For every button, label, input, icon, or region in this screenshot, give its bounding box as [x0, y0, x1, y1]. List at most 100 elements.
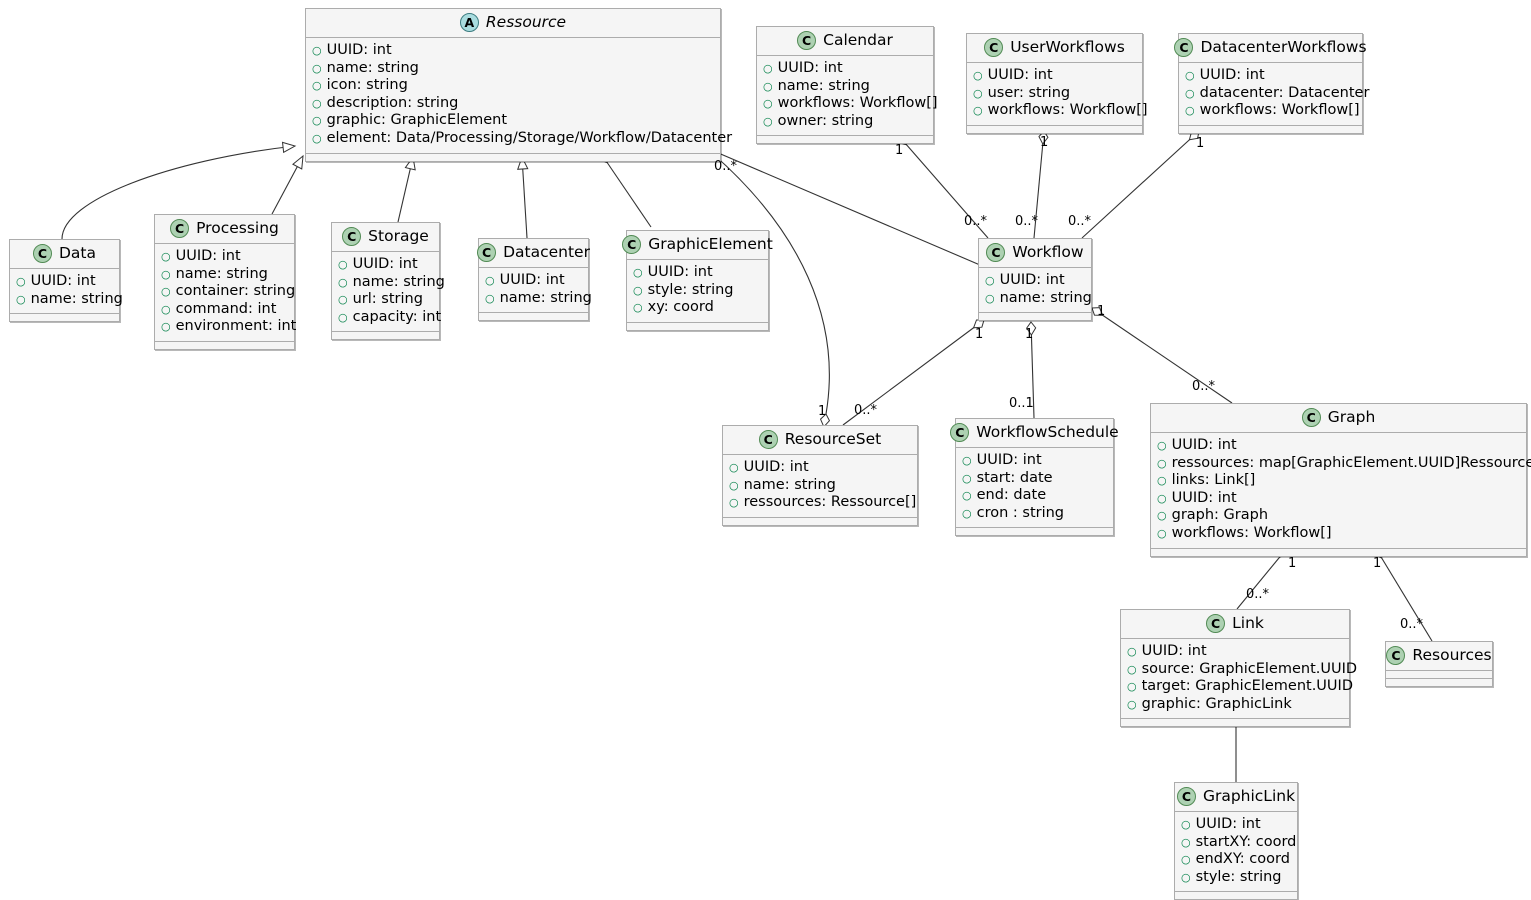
visibility-public-icon: ○: [1127, 645, 1137, 658]
visibility-public-icon: ○: [1181, 853, 1191, 867]
attribute-text: UUID: int: [1171, 437, 1237, 453]
attribute-row: ○UUID: int: [338, 256, 433, 274]
class-name-workflowschedule: WorkflowSchedule: [976, 422, 1119, 441]
class-attributes-calendar: ○UUID: int○name: string○workflows: Workf…: [757, 56, 938, 137]
attribute-row: ○name: string: [338, 274, 445, 292]
attribute-text: graphic: GraphicLink: [1141, 695, 1292, 712]
class-icon: C: [1176, 787, 1196, 806]
attribute-text: name: string: [499, 289, 592, 306]
class-attributes-processing: ○UUID: int○name: string○container: strin…: [155, 244, 297, 342]
attribute-row: ○name: string: [763, 78, 927, 96]
attribute-text: container: string: [175, 283, 296, 300]
attribute-text: UUID: int: [352, 256, 418, 272]
visibility-public-icon: ○: [16, 292, 26, 306]
class-box-datacenter[interactable]: C Datacenter ○UUID: int○ name: string: [477, 238, 592, 322]
attribute-row: ○ UUID: int: [1181, 816, 1291, 834]
attribute-text: ressources: Ressource[]: [743, 494, 917, 511]
visibility-public-icon: ○: [485, 291, 495, 305]
attribute-text: name: string: [777, 77, 870, 94]
visibility-public-icon: ○: [1157, 509, 1167, 523]
edge-ressource-graphicelement: [599, 151, 652, 228]
attribute-text: workflows: Workflow[]: [1199, 102, 1360, 119]
class-icon: C: [1301, 408, 1321, 427]
attribute-row: ○ressources: map[GraphicElement.UUID]Res…: [1157, 455, 1531, 473]
class-attributes-data: ○UUID: int○name: string: [10, 269, 123, 315]
attribute-text: environment: int: [175, 318, 297, 335]
attribute-row: ○UUID: int: [1157, 490, 1520, 508]
class-attributes-datacenterworkflows: ○UUID: int○datacenter: Datacenter○workfl…: [1179, 63, 1369, 126]
visibility-public-icon: ○: [338, 293, 348, 307]
visibility-public-icon: ○: [312, 96, 322, 110]
visibility-public-icon: ○: [1157, 526, 1167, 540]
attribute-row: ○xy: coord: [633, 299, 762, 317]
attribute-text: workflows: Workflow[]: [1171, 524, 1332, 541]
visibility-public-icon: ○: [1181, 818, 1191, 831]
class-attributes-datacenter: ○UUID: int○ name: string: [479, 268, 592, 314]
attribute-text: name: string: [30, 290, 123, 307]
multiplicity-m-ressource-right: 0..*: [714, 159, 738, 174]
class-icon: C: [477, 243, 497, 262]
visibility-public-icon: ○: [161, 302, 171, 316]
visibility-public-icon: ○: [312, 79, 322, 93]
attribute-text: name: string: [999, 289, 1092, 306]
attribute-text: UUID: int: [175, 248, 241, 264]
attribute-row: ○UUID: int: [1127, 643, 1343, 661]
attribute-text: UUID: int: [1195, 816, 1261, 832]
visibility-public-icon: ○: [973, 86, 983, 100]
class-icon: C: [622, 235, 642, 254]
attribute-text: name: string: [743, 476, 836, 493]
attribute-row: ○ workflows: Workflow[]: [1157, 525, 1520, 543]
class-name-resourceset: ResourceSet: [784, 429, 882, 448]
class-attributes-resourceset: ○UUID: int○name: string○ressources: Ress…: [723, 455, 917, 518]
attribute-text: url: string: [352, 291, 423, 308]
attribute-row: ○start: date: [962, 470, 1107, 488]
visibility-public-icon: ○: [973, 69, 983, 82]
attribute-row: ○UUID: int: [161, 248, 288, 266]
visibility-public-icon: ○: [161, 267, 171, 281]
attribute-row: ○UUID: int: [485, 272, 582, 290]
class-name-datacenter: Datacenter: [503, 242, 590, 261]
class-icon: C: [1386, 646, 1406, 665]
multiplicity-m-workflow-resourceset-1: 1: [975, 327, 984, 342]
edge-datacenter-ressource: [517, 155, 529, 239]
class-methods-graphiclink: [1175, 892, 1297, 899]
attribute-text: owner: string: [777, 112, 874, 129]
class-icon: C: [797, 31, 817, 50]
attribute-row: ○links: Link[]: [1157, 472, 1520, 490]
attribute-text: name: string: [352, 273, 445, 290]
multiplicity-m-resources-star: 0..*: [1400, 617, 1424, 632]
class-header-calendar: C Calendar: [757, 27, 933, 56]
visibility-public-icon: ○: [1157, 456, 1167, 470]
class-name-userworkflows: UserWorkflows: [1010, 37, 1125, 56]
attribute-row: ○UUID: int: [729, 459, 911, 477]
visibility-public-icon: ○: [763, 97, 773, 111]
attribute-text: endXY: coord: [1195, 851, 1290, 868]
attribute-row: ○end: date: [962, 487, 1107, 505]
attribute-text: icon: string: [326, 77, 408, 94]
attribute-row: ○owner: string: [763, 113, 927, 131]
visibility-public-icon: ○: [312, 131, 322, 145]
attribute-row: ○UUID: int: [633, 264, 762, 282]
class-name-calendar: Calendar: [823, 30, 893, 49]
